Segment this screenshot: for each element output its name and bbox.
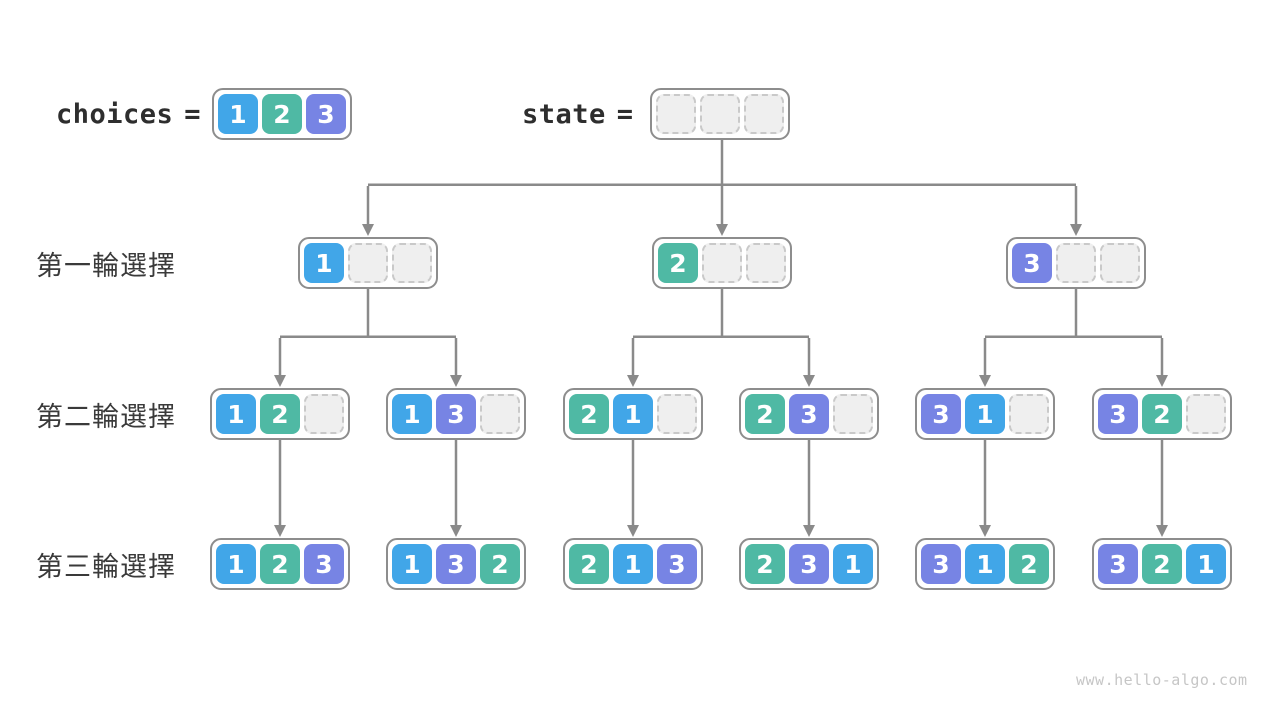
empty-cell	[348, 243, 388, 283]
cell-value-2: 2	[260, 544, 300, 584]
cell-value-1: 1	[216, 544, 256, 584]
empty-cell	[744, 94, 784, 134]
cell-value-1: 1	[1186, 544, 1226, 584]
round-1-label: 第一輪選擇	[36, 250, 176, 281]
cell-value-2: 2	[1142, 394, 1182, 434]
cell-value-1: 1	[218, 94, 258, 134]
empty-cell	[700, 94, 740, 134]
state-label: state =	[522, 88, 634, 140]
cell-value-3: 3	[306, 94, 346, 134]
equals-sign: =	[184, 98, 202, 130]
cell-value-1: 1	[613, 544, 653, 584]
cell-value-3: 3	[436, 394, 476, 434]
cell-value-1: 1	[965, 394, 1005, 434]
cell-value-1: 1	[392, 544, 432, 584]
empty-cell	[392, 243, 432, 283]
cell-value-2: 2	[480, 544, 520, 584]
state-array	[650, 88, 790, 140]
state-word: state	[522, 98, 606, 130]
cell-value-2: 2	[1009, 544, 1049, 584]
cell-value-2: 2	[569, 544, 609, 584]
empty-cell	[1056, 243, 1096, 283]
empty-cell	[702, 243, 742, 283]
cell-value-2: 2	[1142, 544, 1182, 584]
equals-sign: =	[616, 98, 634, 130]
empty-cell	[746, 243, 786, 283]
cell-value-3: 3	[921, 544, 961, 584]
choices-word: choices	[56, 98, 174, 130]
state-node-r1-3: 3	[1006, 237, 1146, 289]
cell-value-2: 2	[745, 394, 785, 434]
cell-value-1: 1	[833, 544, 873, 584]
cell-value-3: 3	[1012, 243, 1052, 283]
cell-value-1: 1	[965, 544, 1005, 584]
cell-value-2: 2	[262, 94, 302, 134]
cell-value-3: 3	[921, 394, 961, 434]
cell-value-3: 3	[1098, 544, 1138, 584]
cell-value-1: 1	[392, 394, 432, 434]
empty-cell	[304, 394, 344, 434]
state-node-r1-1: 1	[298, 237, 438, 289]
empty-cell	[1009, 394, 1049, 434]
cell-value-1: 1	[304, 243, 344, 283]
empty-cell	[1100, 243, 1140, 283]
empty-cell	[480, 394, 520, 434]
cell-value-1: 1	[216, 394, 256, 434]
cell-value-3: 3	[789, 544, 829, 584]
empty-cell	[657, 394, 697, 434]
cell-value-2: 2	[569, 394, 609, 434]
empty-cell	[656, 94, 696, 134]
cell-value-2: 2	[745, 544, 785, 584]
cell-value-3: 3	[657, 544, 697, 584]
cell-value-2: 2	[658, 243, 698, 283]
cell-value-3: 3	[789, 394, 829, 434]
cell-value-3: 3	[1098, 394, 1138, 434]
cell-value-3: 3	[304, 544, 344, 584]
cell-value-1: 1	[613, 394, 653, 434]
empty-cell	[833, 394, 873, 434]
round-3-label: 第三輪選擇	[36, 551, 176, 582]
choices-label: choices =	[56, 88, 201, 140]
state-node-r1-2: 2	[652, 237, 792, 289]
round-2-label: 第二輪選擇	[36, 401, 176, 432]
watermark: www.hello-algo.com	[1076, 671, 1248, 689]
cell-value-2: 2	[260, 394, 300, 434]
cell-value-3: 3	[436, 544, 476, 584]
empty-cell	[1186, 394, 1226, 434]
